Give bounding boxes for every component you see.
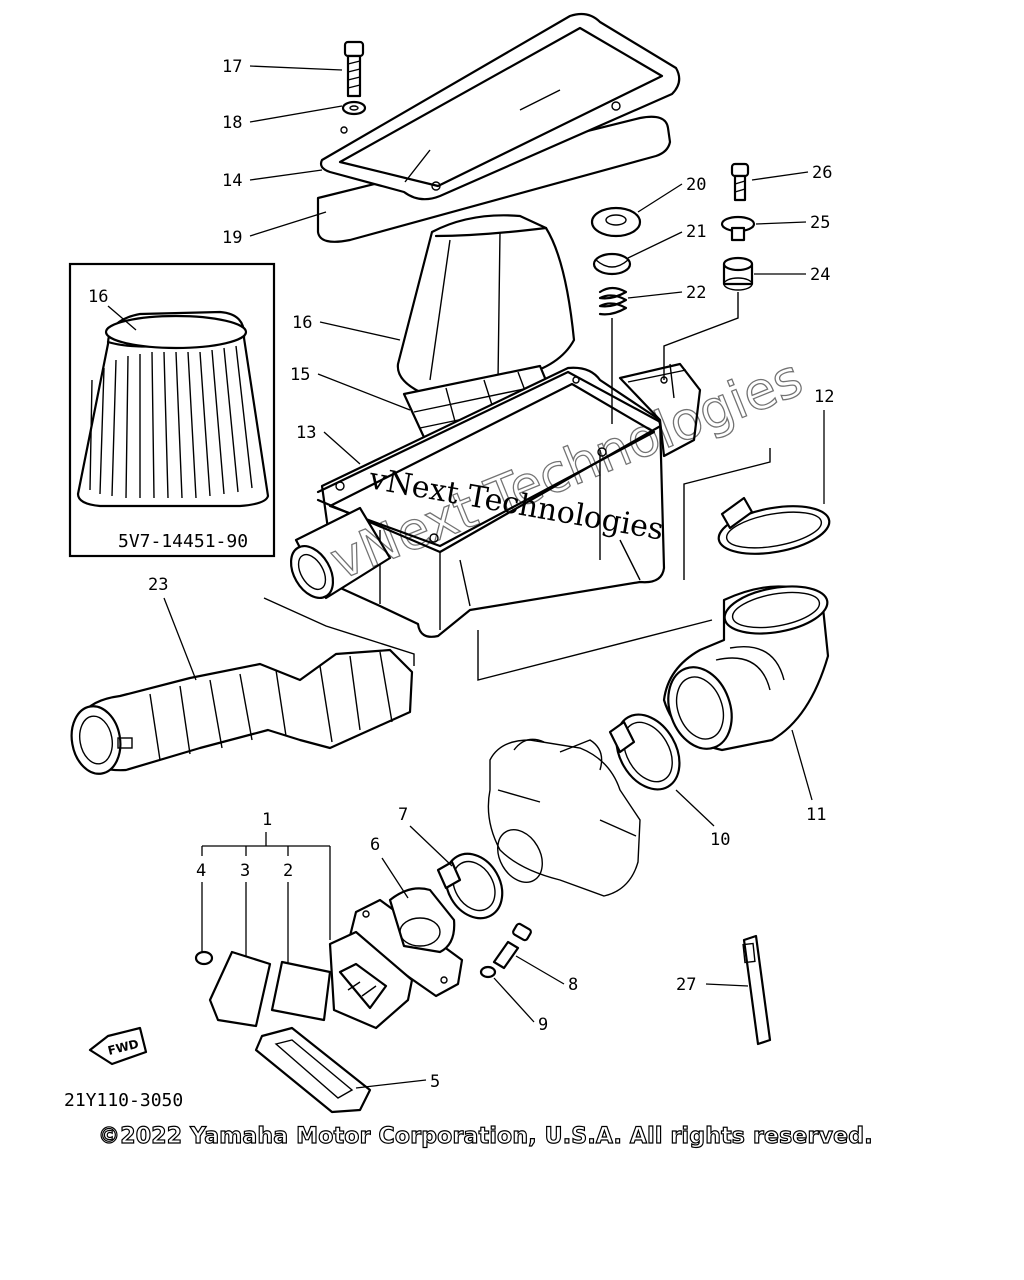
callout-19: 19 [222, 228, 242, 248]
grommet-24 [722, 256, 754, 291]
callout-23: 23 [148, 575, 168, 595]
callout-25: 25 [810, 213, 830, 233]
callout-21: 21 [686, 222, 706, 242]
callout-1: 1 [262, 810, 272, 830]
callout-7: 7 [398, 805, 408, 825]
callout-13: 13 [296, 423, 316, 443]
bolt-8 [492, 922, 532, 970]
callout-27: 27 [676, 975, 696, 995]
callout-5: 5 [430, 1072, 440, 1092]
inset-part-number: 5V7-14451-90 [118, 531, 248, 552]
callout-3: 3 [240, 861, 250, 881]
callout-16-inset: 16 [88, 287, 108, 307]
callout-10: 10 [710, 830, 730, 850]
callout-22: 22 [686, 283, 706, 303]
joint-11 [662, 585, 830, 752]
callout-17: 17 [222, 57, 242, 77]
reed-plate-2 [270, 960, 332, 1022]
band-12 [717, 496, 831, 555]
gasket-5 [254, 1026, 372, 1114]
fwd-arrow-icon: FWD [88, 1026, 148, 1066]
copyright-notice: ©2022 Yamaha Motor Corporation, U.S.A. A… [97, 1123, 873, 1149]
clamp-10 [608, 713, 681, 791]
spring-22 [598, 286, 628, 316]
callout-24: 24 [810, 265, 830, 285]
reed-stopper-3 [208, 950, 272, 1028]
callout-labels: 17 18 14 19 16 15 13 20 21 22 26 25 24 1… [148, 57, 834, 1092]
washer-9 [479, 965, 497, 979]
callout-4: 4 [196, 861, 206, 881]
bolt-26 [730, 162, 750, 202]
intake-hose-23 [70, 648, 414, 775]
strap-27 [742, 934, 772, 1046]
bolt-17 [343, 40, 365, 98]
callout-18: 18 [222, 113, 242, 133]
airbox-13 [289, 362, 702, 638]
callout-26: 26 [812, 163, 832, 183]
callout-14: 14 [222, 171, 242, 191]
screw-4 [194, 950, 214, 966]
callout-16: 16 [292, 313, 312, 333]
inset-filter-box: 16 5V7-14451-90 [68, 262, 276, 558]
collar-25 [720, 215, 756, 242]
callout-11: 11 [806, 805, 826, 825]
seal-20 [590, 206, 642, 238]
washer-18 [341, 100, 367, 116]
cap-21 [592, 252, 632, 276]
clamp-7 [436, 852, 504, 920]
manifold-6 [348, 887, 464, 998]
diagram-code: 21Y110-3050 [64, 1090, 183, 1111]
callout-2: 2 [283, 861, 293, 881]
callout-12: 12 [814, 387, 834, 407]
carburetor-outline [487, 738, 641, 897]
reed-valve-2 [328, 930, 414, 1030]
callout-8: 8 [568, 975, 578, 995]
airbox-cover [316, 12, 681, 243]
callout-9: 9 [538, 1015, 548, 1035]
callout-15: 15 [290, 365, 310, 385]
callout-6: 6 [370, 835, 380, 855]
callout-20: 20 [686, 175, 706, 195]
air-filter-16 [396, 214, 576, 394]
